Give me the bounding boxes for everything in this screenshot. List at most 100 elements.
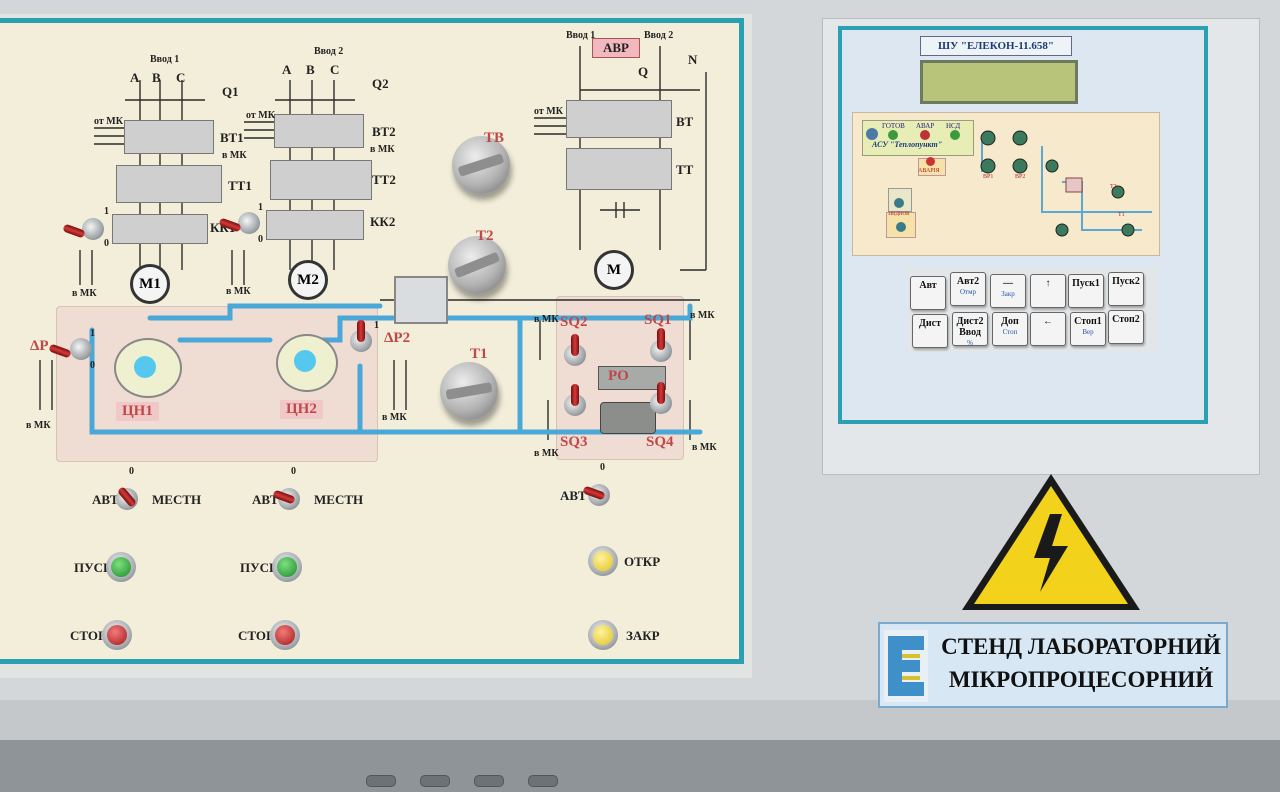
breaker-q1-label: Q1 — [222, 84, 239, 99]
phase-c-1: C — [176, 70, 186, 85]
open-valve-button[interactable] — [588, 546, 618, 576]
key-up[interactable]: ↑ — [1030, 274, 1066, 308]
pump-1-label: ЦН1 — [116, 402, 159, 421]
from-mk-label-1: от МК — [94, 116, 123, 127]
thyristor-2-label: ВТ2 — [372, 124, 396, 139]
toggle-1-one: 1 — [104, 206, 109, 217]
close-valve-button[interactable] — [588, 620, 618, 650]
contactor-2-label: КК2 — [370, 214, 396, 229]
manufacturer-logo-icon — [884, 630, 928, 702]
temp-t1-label: T1 — [470, 346, 488, 362]
stop-1-button[interactable] — [102, 620, 132, 650]
limit-switch-sq1-label: SQ1 — [644, 312, 672, 328]
key-stop2[interactable]: Стоп2 — [1108, 310, 1144, 344]
stand-name-line-1: СТЕНД ЛАБОРАТОРНИЙ — [941, 634, 1221, 659]
key-start2[interactable]: Пуск2 — [1108, 272, 1144, 306]
nsd-led — [950, 130, 960, 140]
toggle-1-zero: 0 — [104, 238, 109, 249]
from-mk-label-2: от МК — [246, 110, 275, 121]
key-auto[interactable]: Авт — [910, 276, 946, 310]
toggle-2-zero: 0 — [258, 234, 263, 245]
key-left-label: ← — [1043, 316, 1053, 327]
avr-input-2-label: Ввод 2 — [644, 30, 674, 41]
current-transformer-3 — [566, 148, 672, 190]
limit-switch-sq3-label: SQ3 — [560, 434, 588, 450]
mode-2-auto-label: АВТ — [252, 492, 279, 507]
thyristor-1-label: ВТ1 — [220, 130, 244, 145]
mode-2-zero: 0 — [291, 466, 296, 477]
stop-1-label: СТОП — [70, 628, 109, 643]
phase-a-2: A — [282, 62, 292, 77]
pump-indicator-led — [894, 198, 904, 208]
stand-name-text: СТЕНД ЛАБОРАТОРНИЙ МІКРОПРОЦЕСОРНИЙ — [936, 630, 1226, 696]
mode-1-auto-label: АВТ — [92, 492, 119, 507]
mini-label-t2: Т2 — [1110, 184, 1117, 190]
key-left[interactable]: ← — [1030, 312, 1066, 346]
mini-label-vr2: ВР2 — [1015, 174, 1026, 180]
pressure-sensor-1-label: ΔP — [30, 338, 49, 354]
to-mk-label-6: в МК — [226, 286, 251, 297]
vent-slot-1 — [366, 775, 396, 787]
start-2-button[interactable] — [272, 552, 302, 582]
avr-input-1-label: Ввод 1 — [566, 30, 596, 41]
from-mk-label-3: от МК — [534, 106, 563, 117]
current-transformer-1 — [116, 165, 222, 203]
lcd-display — [920, 60, 1078, 104]
limit-switch-sq4-label: SQ4 — [646, 434, 674, 450]
valve-body — [600, 402, 656, 434]
stop-2-button[interactable] — [270, 620, 300, 650]
controller-logo-icon — [866, 128, 878, 140]
controller-title: ШУ "ЕЛЕКОН-11.658" — [920, 36, 1072, 56]
phase-b-1: B — [152, 70, 161, 85]
toggle-3-zero: 0 — [90, 360, 95, 371]
heat-exchanger — [394, 276, 448, 324]
contactor-block-2 — [266, 210, 364, 240]
key-start1[interactable]: Пуск1 — [1068, 274, 1104, 308]
pump-2-label: ЦН2 — [280, 400, 323, 419]
key-remote-label: Дист — [919, 318, 941, 329]
alarm-indicator-led — [926, 157, 935, 166]
alarm-label: АВАРІЯ — [918, 168, 940, 174]
breaker-q-label: Q — [638, 64, 649, 79]
vent-slot-2 — [420, 775, 450, 787]
key-minus[interactable]: —Закр — [990, 274, 1026, 308]
key-remote2-sub: % — [967, 339, 973, 347]
key-extra-sub: Стоп — [1002, 328, 1018, 336]
ct-1-label: ТТ1 — [228, 178, 252, 193]
start-2-label: ПУСК — [240, 560, 279, 575]
pump-2-impeller — [294, 350, 316, 372]
key-auto2-sub: Отмр — [959, 288, 977, 296]
key-auto2-label: Авт2 — [956, 276, 980, 287]
temp-knob-t1[interactable] — [440, 362, 498, 420]
thyristor-block-1 — [124, 120, 214, 154]
thyristor-block-2 — [274, 114, 364, 148]
start-1-button[interactable] — [106, 552, 136, 582]
input-1-label: Ввод 1 — [150, 54, 180, 65]
open-valve-label: ОТКР — [624, 554, 661, 569]
temp-knob-tb[interactable] — [452, 136, 510, 194]
toggle-4-one: 1 — [374, 320, 379, 331]
motor-m: M — [594, 250, 634, 290]
key-stop2-label: Стоп2 — [1112, 314, 1140, 325]
neutral-label: N — [688, 52, 698, 67]
key-extra-label: Доп — [1001, 316, 1019, 327]
high-voltage-warning-icon — [962, 474, 1140, 610]
to-mk-label-8: в МК — [690, 310, 715, 321]
mini-label-t1: Т1 — [1118, 212, 1125, 218]
to-mk-label-4: в МК — [382, 412, 407, 423]
recovery-label: ЗВІДНОВ — [888, 212, 910, 217]
pump-indicator-box — [888, 188, 912, 212]
key-remote[interactable]: Дист — [912, 314, 948, 348]
input-2-label: Ввод 2 — [314, 46, 344, 57]
cabinet-base — [0, 740, 1280, 792]
key-minus-sub: Закр — [1001, 290, 1015, 298]
phase-c-2: C — [330, 62, 340, 77]
key-auto-label: Авт — [919, 280, 937, 291]
key-remote2-input[interactable]: Дист2 Ввод% — [952, 312, 988, 347]
temp-knob-t2[interactable] — [448, 236, 506, 294]
valve-actuator — [598, 366, 666, 390]
mode-2-local-label: МЕСТН — [314, 492, 364, 507]
